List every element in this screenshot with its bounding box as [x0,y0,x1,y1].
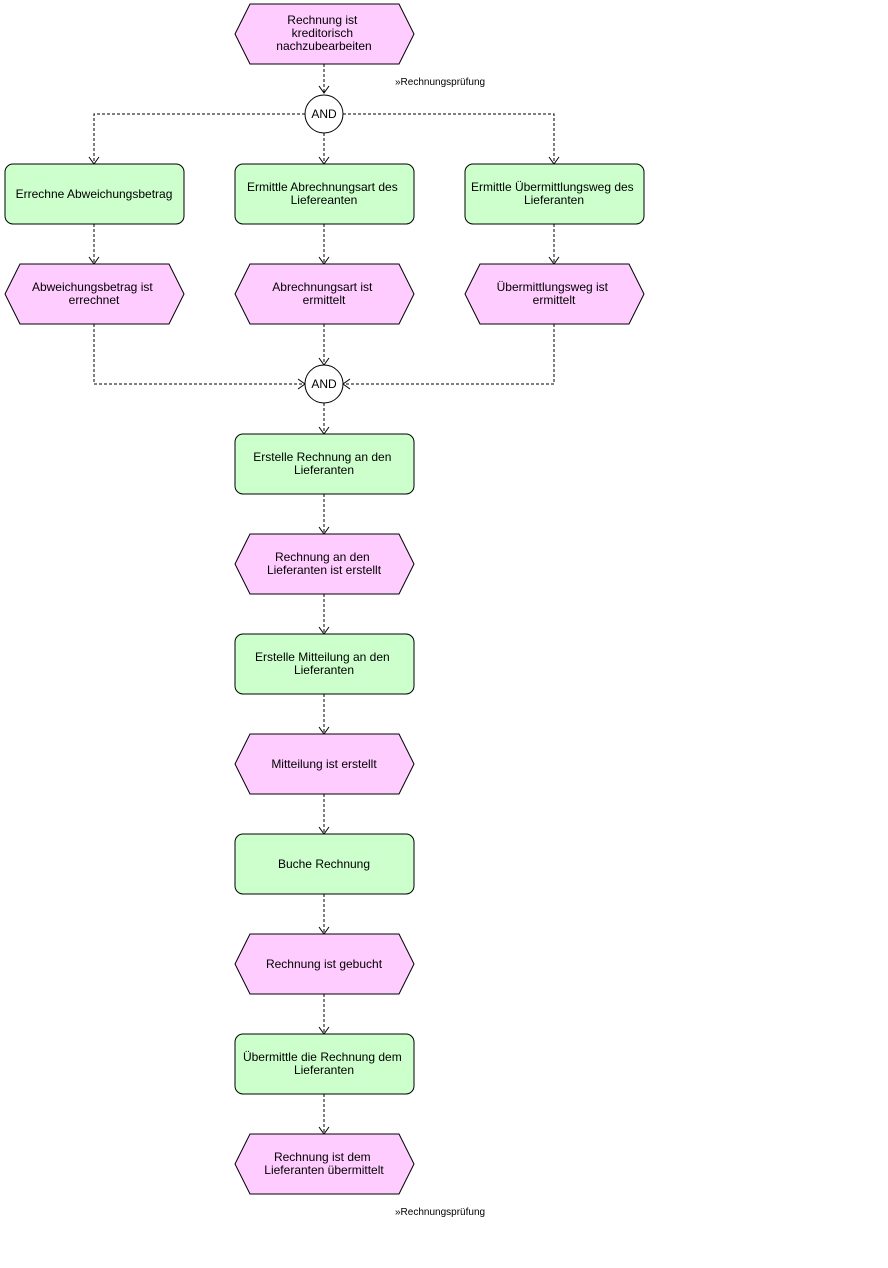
gateway-join-and[interactable]: AND [304,364,344,404]
event-invoice-booked[interactable]: Rechnung ist gebucht [234,933,415,995]
function-text-line: Ermittle Übermittlungsweg des [471,180,634,194]
function-create-notice[interactable]: Erstelle Mitteilung an den Lieferanten [234,633,415,695]
event-deviation-calculated[interactable]: Abweichungsbetrag ist errechnet [4,263,185,325]
event-text-line: kreditorisch [292,26,353,40]
svg-text:Ermittle Abrechnungsart des: Ermittle Abrechnungsart des Liefereanten [247,180,401,207]
function-determine-billing-type[interactable]: Ermittle Abrechnungsart des Liefereanten [234,163,415,225]
function-text-line: Erstelle Mitteilung an den [255,650,390,664]
event-text-line: nachzubearbeiten [276,39,371,53]
event-text-line: Abweichungsbetrag ist [32,280,153,294]
event-text-line: Rechnung an den [275,550,370,564]
connector-right-to-join [344,324,555,385]
event-text-line: Mitteilung ist erstellt [271,757,377,771]
svg-text:Übermittle die Rechnung dem: Übermittle die Rechnung dem Lieferanten [243,1050,405,1077]
function-text-line: Übermittle die Rechnung dem [243,1050,402,1064]
event-text-line: Rechnung ist [287,13,358,27]
svg-text:Abweichungsbetrag ist er: Abweichungsbetrag ist errechnet [32,280,156,307]
svg-text:Erstelle Rechnung an den: Erstelle Rechnung an den Lieferanten [253,450,394,477]
event-text-line: ermittelt [533,293,576,307]
function-text-line: Lieferanten [294,1063,354,1077]
function-book-invoice[interactable]: Buche Rechnung [234,833,415,895]
svg-text:Errechne Abweichungsbetrag: Errechne Abweichungsbetrag [16,187,173,201]
connector-split-to-right [343,113,555,163]
event-text-line: Übermittlungsweg ist [497,280,609,294]
event-notice-created[interactable]: Mitteilung ist erstellt [234,733,415,795]
gateway-split-and[interactable]: AND [304,94,344,134]
function-transmit-invoice[interactable]: Übermittle die Rechnung dem Lieferanten [234,1033,415,1095]
event-start[interactable]: Rechnung ist kreditorisch nachzubearbeit… [234,3,415,65]
function-calc-deviation[interactable]: Errechne Abweichungsbetrag [4,163,185,225]
gateway-label: AND [311,377,337,391]
svg-text:Mitteilung ist erstellt: Mitteilung ist erstellt [271,757,377,771]
svg-text:Abrechnungsart ist ermit: Abrechnungsart ist ermittelt [272,280,375,307]
svg-text:Übermittlungsweg ist erm: Übermittlungsweg ist ermittelt [497,280,612,307]
svg-text:Erstelle Mitteilung an den: Erstelle Mitteilung an den Lieferanten [255,650,393,677]
event-transmission-determined[interactable]: Übermittlungsweg ist ermittelt [464,263,645,325]
function-text-line: Lieferanten [294,463,354,477]
function-text-line: Lieferanten [294,663,354,677]
svg-text:Buche Rechnung: Buche Rechnung [278,857,370,871]
process-reference-top[interactable]: »Rechnungsprüfung [395,77,485,88]
event-invoice-transmitted[interactable]: Rechnung ist dem Lieferanten übermittelt [234,1133,415,1195]
event-text-line: errechnet [69,293,120,307]
function-create-invoice[interactable]: Erstelle Rechnung an den Lieferanten [234,433,415,495]
function-text-line: Buche Rechnung [278,857,370,871]
process-reference-bottom[interactable]: »Rechnungsprüfung [395,1207,485,1218]
function-determine-transmission[interactable]: Ermittle Übermittlungsweg des Lieferante… [464,163,645,225]
svg-text:Rechnung an den Lieferan: Rechnung an den Lieferanten ist erstellt [267,550,382,577]
event-text-line: Rechnung ist dem [274,1150,371,1164]
svg-text:Rechnung ist dem Liefera: Rechnung ist dem Lieferanten übermittelt [264,1150,384,1177]
event-text-line: Rechnung ist gebucht [266,957,383,971]
svg-text:Rechnung ist kreditorisc: Rechnung ist kreditorisch nachzubearbeit… [276,13,371,53]
event-invoice-created[interactable]: Rechnung an den Lieferanten ist erstellt [234,533,415,595]
event-text-line: Lieferanten ist erstellt [267,563,382,577]
svg-text:Rechnung ist gebucht: Rechnung ist gebucht [266,957,383,971]
event-text-line: Lieferanten übermittelt [264,1163,384,1177]
function-text-line: Ermittle Abrechnungsart des [247,180,398,194]
svg-text:Ermittle Übermittlungsweg des: Ermittle Übermittlungsweg des Lieferante… [471,180,637,207]
function-text-line: Liefereanten [291,193,358,207]
event-billing-type-determined[interactable]: Abrechnungsart ist ermittelt [234,263,415,325]
event-text-line: ermittelt [303,293,346,307]
function-text-line: Lieferanten [524,193,584,207]
connector-split-to-left [93,113,305,163]
function-text-line: Errechne Abweichungsbetrag [16,187,173,201]
gateway-label: AND [311,107,337,121]
function-text-line: Erstelle Rechnung an den [253,450,391,464]
event-text-line: Abrechnungsart ist [272,280,373,294]
connector-left-to-join [93,324,304,385]
connectors [88,64,560,1135]
